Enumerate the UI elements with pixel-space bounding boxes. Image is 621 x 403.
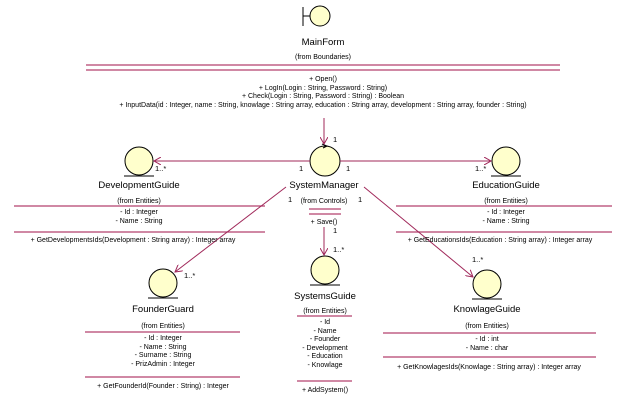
package-label-knowlageguide: (from Entities) (465, 323, 509, 330)
operation: + GetFounderId(Founder : String) : Integ… (97, 383, 229, 390)
systemmanager-operations: + Save() (311, 219, 338, 228)
operation: + GetKnowlagesIds(Knowlage : String arra… (397, 364, 581, 371)
multiplicity-label: 1..* (155, 164, 167, 173)
operation: + Open() (309, 76, 337, 83)
educationguide-attributes: - Id : Integer - Name : String (482, 209, 529, 226)
package-label-educationguide: (from Entities) (484, 198, 528, 205)
attribute: - Name (313, 327, 337, 335)
attribute: - PrizAdmin : Integer (131, 360, 195, 368)
attribute: - Name : String (139, 343, 187, 351)
attribute: - Knowlage (307, 361, 343, 369)
developmentguide-operations: + GetDevelopmentsIds(Development : Strin… (31, 237, 236, 246)
operation: + GetDevelopmentsIds(Development : Strin… (30, 237, 236, 244)
class-name-mainform[interactable]: MainForm (301, 37, 345, 48)
operation: + Save() (310, 219, 338, 226)
class-name-systemmanager[interactable]: SystemManager (289, 180, 359, 191)
multiplicity-label: 1..* (333, 245, 345, 254)
class-name-systemsguide[interactable]: SystemsGuide (294, 291, 356, 302)
control-icon[interactable] (309, 143, 341, 177)
package-label-founderguard: (from Entities) (141, 323, 185, 330)
attribute: - Surname : String (134, 352, 192, 360)
boundary-icon[interactable] (302, 5, 331, 27)
mainform-operations: + Open() + LogIn(Login : String, Passwor… (119, 76, 526, 110)
multiplicity-label: 1..* (475, 164, 487, 173)
multiplicity-label: 1 (346, 164, 351, 173)
founderguard-attributes: - Id : Integer - Name : String - Surname… (131, 335, 195, 369)
entity-icon[interactable] (124, 146, 154, 177)
entity-icon[interactable] (148, 268, 178, 299)
attribute: - Id : int (475, 336, 499, 343)
systemsguide-operations: + AddSystem() (302, 387, 348, 396)
attribute: - Education (307, 353, 343, 361)
operation: + AddSystem() (301, 387, 349, 394)
entity-icon[interactable] (310, 255, 340, 286)
knowlageguide-attributes: - Id : int - Name : char (466, 336, 508, 353)
package-label-mainform: (from Boundaries) (294, 54, 352, 61)
package-label-systemsguide: (from Entities) (303, 308, 347, 315)
attribute: - Name : String (482, 217, 530, 225)
developmentguide-attributes: - Id : Integer - Name : String (115, 209, 162, 226)
association-systemmanager-knowlageguide[interactable] (363, 186, 473, 277)
attribute: - Id : Integer (144, 335, 182, 342)
operation: + InputData(id : Integer, name : String,… (119, 101, 527, 109)
operation: + GetEducationsIds(Education : String ar… (407, 237, 593, 244)
educationguide-operations: + GetEducationsIds(Education : String ar… (408, 237, 593, 246)
systemsguide-attributes: - Id - Name - Founder - Development - Ed… (302, 319, 348, 371)
class-name-educationguide[interactable]: EducationGuide (472, 180, 540, 191)
attribute: - Founder (309, 336, 341, 344)
operation: + Check(Login : String, Password : Strin… (241, 93, 405, 101)
knowlageguide-operations: + GetKnowlagesIds(Knowlage : String arra… (397, 364, 581, 373)
founderguard-operations: + GetFounderId(Founder : String) : Integ… (97, 383, 229, 392)
class-name-founderguard[interactable]: FounderGuard (132, 304, 194, 315)
class-name-knowlageguide[interactable]: KnowlageGuide (453, 304, 521, 315)
multiplicity-label: 1 (288, 195, 293, 204)
attribute: - Development (302, 344, 348, 352)
attribute: - Id (319, 319, 331, 326)
operation: + LogIn(Login : String, Password : Strin… (258, 84, 388, 92)
entity-icon[interactable] (491, 146, 521, 177)
class-name-developmentguide[interactable]: DevelopmentGuide (98, 180, 180, 191)
package-label-developmentguide: (from Entities) (117, 198, 161, 205)
attribute: - Name : char (465, 344, 509, 352)
multiplicity-label: 1 (358, 195, 363, 204)
multiplicity-label: 1..* (184, 271, 196, 280)
package-label-systemmanager: (from Controls) (300, 198, 348, 205)
attribute: - Name : String (115, 217, 163, 225)
multiplicity-label: 1 (333, 135, 338, 144)
entity-icon[interactable] (472, 269, 502, 300)
multiplicity-label: 1..* (472, 255, 484, 264)
attribute: - Id : Integer (487, 209, 525, 216)
attribute: - Id : Integer (120, 209, 158, 216)
association-systemmanager-founderguard[interactable] (175, 186, 287, 272)
multiplicity-label: 1 (299, 164, 304, 173)
multiplicity-label: 1 (333, 226, 338, 235)
